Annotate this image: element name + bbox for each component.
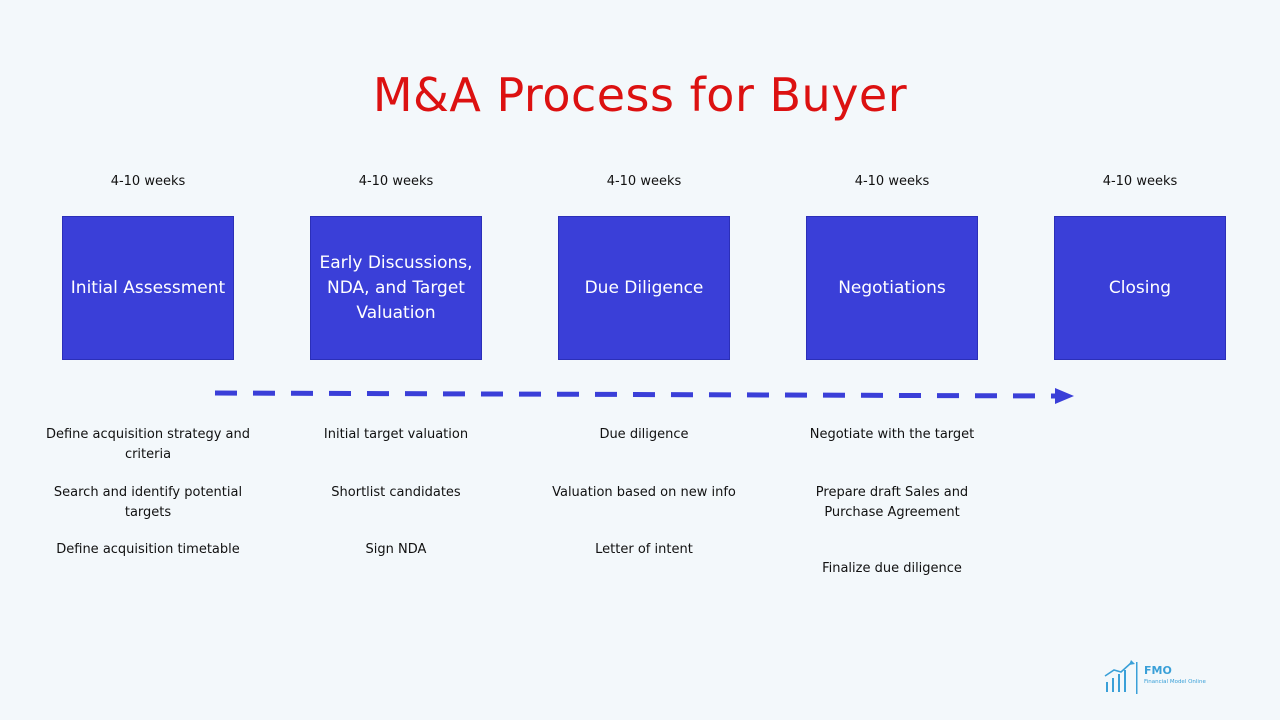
arrow-head-icon xyxy=(1055,388,1074,404)
task-item: Initial target valuation xyxy=(323,427,469,442)
stage-label: Early Discussions, NDA, and Target Valua… xyxy=(319,252,473,323)
task-item: Define acquisition timetable xyxy=(56,542,240,557)
stage-box: Due Diligence xyxy=(558,216,730,360)
fmo-logo: FMO Financial Model Online xyxy=(1100,656,1230,696)
stage-label: Initial Assessment xyxy=(70,277,226,298)
logo-name: FMO xyxy=(1144,664,1172,677)
task-item: Define acquisition strategy and criteria xyxy=(45,427,250,462)
task-item: Search and identify potential targets xyxy=(53,485,243,520)
task-item: Sign NDA xyxy=(365,542,427,557)
stage-label: Negotiations xyxy=(838,277,946,298)
stage-box: Closing xyxy=(1054,216,1226,360)
stage-duration: 4-10 weeks xyxy=(854,174,930,189)
task-item: Prepare draft Sales and Purchase Agreeme… xyxy=(815,485,969,520)
task-item: Shortlist candidates xyxy=(331,485,461,500)
stage-label: Closing xyxy=(1108,277,1172,298)
stage-duration: 4-10 weeks xyxy=(606,174,682,189)
stage-duration: 4-10 weeks xyxy=(358,174,434,189)
logo-subtitle: Financial Model Online xyxy=(1144,679,1206,685)
stage-box: Initial Assessment xyxy=(62,216,234,360)
dashed-arrow-line xyxy=(214,390,1056,399)
task-item: Valuation based on new info xyxy=(552,485,736,500)
stage-box: Early Discussions, NDA, and Target Valua… xyxy=(310,216,482,360)
task-item: Due diligence xyxy=(599,427,689,442)
stage-duration: 4-10 weeks xyxy=(110,174,186,189)
stage-duration: 4-10 weeks xyxy=(1102,174,1178,189)
stage-label: Due Diligence xyxy=(584,277,704,298)
bar-chart-growth-icon xyxy=(1104,660,1138,694)
page-title: M&A Process for Buyer xyxy=(372,68,908,122)
task-item: Letter of intent xyxy=(595,542,693,557)
task-item: Finalize due diligence xyxy=(822,561,962,576)
task-item: Negotiate with the target xyxy=(809,427,975,442)
stage-box: Negotiations xyxy=(806,216,978,360)
